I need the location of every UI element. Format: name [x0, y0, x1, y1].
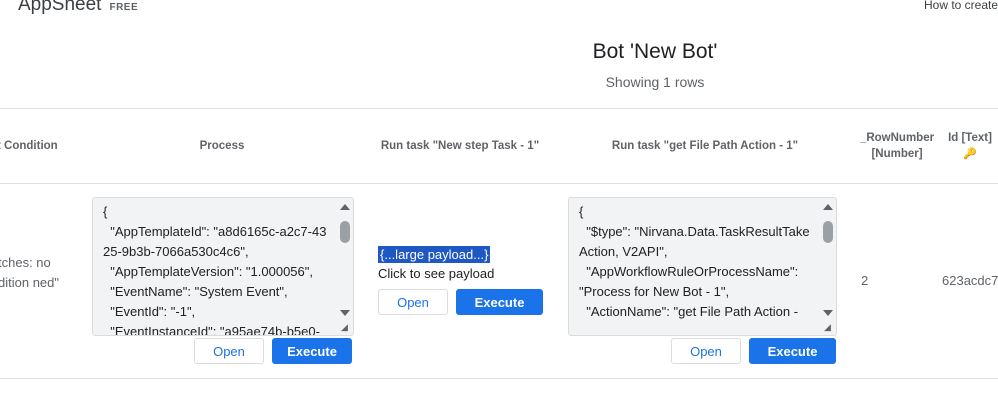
table-header-top-divider: [0, 108, 998, 109]
process-payload-text[interactable]: { "AppTemplateId": "a8d6165c-a2c7-4325-9…: [103, 204, 327, 336]
column-header-rownumber[interactable]: _RowNumber [Number]: [859, 132, 935, 160]
column-header-process[interactable]: Process: [199, 140, 245, 152]
process-payload-scrollbar[interactable]: [339, 204, 351, 316]
task1-large-payload-link[interactable]: {...large payload...}: [378, 246, 491, 263]
scroll-up-icon[interactable]: [823, 204, 833, 210]
scroll-thumb[interactable]: [340, 221, 350, 243]
column-header-id-label: Id [Text]: [948, 132, 992, 144]
column-header-id[interactable]: Id [Text] 🔑: [942, 130, 998, 162]
resize-grip-icon[interactable]: ◢: [824, 322, 831, 332]
column-header-condition[interactable]: nt Condition: [0, 140, 58, 152]
table-header-bottom-divider: [0, 183, 998, 184]
task2-payload-scrollbar[interactable]: [822, 204, 834, 316]
task2-execute-button[interactable]: Execute: [749, 338, 836, 364]
key-icon: 🔑: [963, 148, 977, 160]
scroll-up-icon[interactable]: [340, 204, 350, 210]
condition-cell: tches: no dition ned": [0, 255, 59, 290]
process-execute-button[interactable]: Execute: [272, 338, 352, 364]
task1-execute-button[interactable]: Execute: [456, 289, 543, 315]
row-count: Showing 1 rows: [605, 74, 705, 90]
app-name: AppSheet: [18, 0, 102, 15]
id-cell: 623acdc7: [942, 273, 998, 288]
task2-open-button[interactable]: Open: [671, 338, 741, 364]
table-row-divider: [0, 378, 998, 379]
scroll-down-icon[interactable]: [340, 310, 350, 316]
task1-payload-hint: Click to see payload: [378, 266, 495, 281]
task1-open-button[interactable]: Open: [378, 289, 448, 315]
column-header-task2[interactable]: Run task "get File Path Action - 1": [611, 140, 799, 152]
plan-badge: FREE: [109, 2, 139, 13]
how-to-create-link[interactable]: How to create: [924, 0, 998, 12]
column-header-task1[interactable]: Run task "New step Task - 1": [380, 140, 540, 152]
process-open-button[interactable]: Open: [194, 338, 264, 364]
app-logo[interactable]: AppSheet FREE: [18, 0, 138, 16]
scroll-down-icon[interactable]: [823, 310, 833, 316]
task2-payload-text[interactable]: { "$type": "Nirvana.Data.TaskResultTakeA…: [579, 204, 810, 319]
task2-payload-box[interactable]: { "$type": "Nirvana.Data.TaskResultTakeA…: [568, 197, 837, 336]
rownumber-cell: 2: [861, 273, 869, 288]
page-title: Bot 'New Bot': [592, 40, 718, 63]
resize-grip-icon[interactable]: ◢: [341, 322, 348, 332]
scroll-thumb[interactable]: [823, 221, 833, 243]
process-payload-box[interactable]: { "AppTemplateId": "a8d6165c-a2c7-4325-9…: [92, 197, 354, 336]
